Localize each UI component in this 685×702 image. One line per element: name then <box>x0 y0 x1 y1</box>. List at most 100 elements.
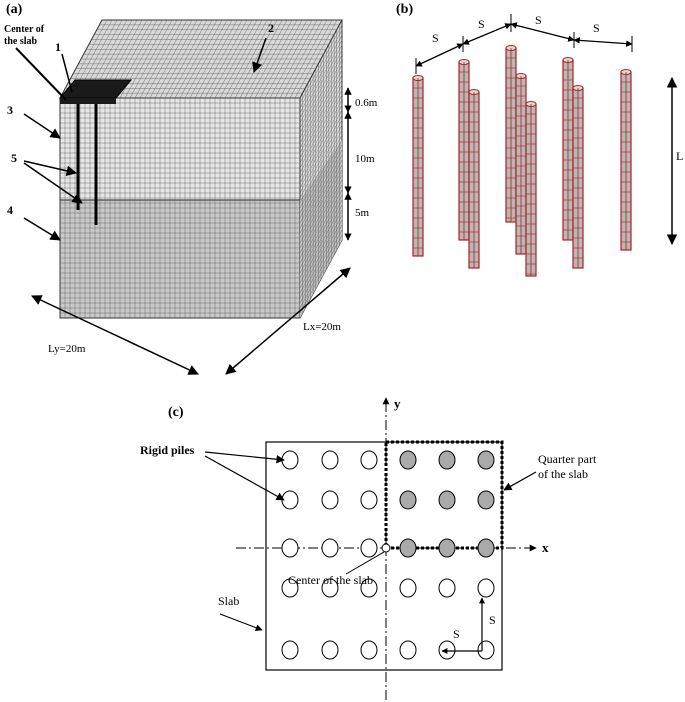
pile-plan <box>477 538 495 558</box>
marker-1-pointer <box>61 53 73 93</box>
spacing-dim-1 <box>415 43 464 67</box>
marker-4-arrow <box>23 217 61 241</box>
spacing-label-vertical: S <box>489 613 496 627</box>
panel-b-label: (b) <box>396 2 413 17</box>
rigid-piles-arrow-1 <box>204 451 285 464</box>
mesh-line <box>299 79 343 159</box>
marker-1: 1 <box>55 40 61 54</box>
center-slab-pointer <box>345 551 385 575</box>
pile-plan <box>438 450 456 470</box>
dim-ly: Ly=20m <box>48 343 86 355</box>
quarter-label: Quarter part of the slab <box>538 452 599 481</box>
mesh-line <box>299 34 343 114</box>
mesh-line <box>299 134 343 214</box>
mesh-line <box>299 54 343 134</box>
mesh-line <box>299 59 343 139</box>
pile-plan <box>399 490 417 510</box>
panel-b: (b) S S S S L <box>396 2 683 277</box>
pile-plan <box>321 640 339 660</box>
pile-plan <box>438 490 456 510</box>
rigid-piles-arrow-2 <box>204 455 285 501</box>
slab-label: Slab <box>218 594 239 608</box>
spacing-dim-3 <box>510 22 575 42</box>
mesh-line <box>299 154 343 234</box>
pile-plan <box>281 640 299 660</box>
rigid-piles-label: Rigid piles <box>140 443 195 457</box>
marker-2: 2 <box>268 21 274 35</box>
slab-front <box>60 98 116 104</box>
mesh-line <box>299 129 343 209</box>
pile-plan <box>321 450 339 470</box>
pile-plan <box>477 490 495 510</box>
pile-plan <box>399 640 417 660</box>
center-pointer <box>15 47 67 101</box>
marker-2-arrow <box>252 37 267 73</box>
pile-plan <box>321 538 339 558</box>
pile-plan <box>281 538 299 558</box>
mesh-line <box>299 29 343 109</box>
dim-layer1: 10m <box>355 153 375 165</box>
axis-y-label: y <box>394 396 401 411</box>
mesh-line <box>299 194 343 274</box>
pile-plan <box>360 450 378 470</box>
mesh-line <box>299 84 343 164</box>
finite-element-mesh <box>60 19 343 318</box>
mesh-line <box>299 124 343 204</box>
spacing-label-1: S <box>432 31 439 45</box>
spacing-label-3: S <box>535 13 542 27</box>
spacing-dim-4 <box>573 37 633 47</box>
mesh-line <box>299 139 343 219</box>
center-label: Center of the slab <box>4 24 47 47</box>
pile-plan <box>399 578 417 598</box>
slab-arrow <box>219 613 263 632</box>
mesh-line <box>299 114 343 194</box>
spacing-dim-2 <box>462 23 512 45</box>
pile-plan <box>399 450 417 470</box>
marker-4: 4 <box>7 203 13 217</box>
panel-a: (a) Center of the slab 1 2 3 5 4 <box>4 2 378 375</box>
spacing-label-2: S <box>478 17 485 31</box>
mesh-line <box>299 179 343 259</box>
mesh-line <box>299 24 343 104</box>
mesh-line <box>299 164 343 244</box>
pile-plan <box>438 640 456 660</box>
pile-plan <box>321 490 339 510</box>
mesh-line <box>299 119 343 199</box>
mesh-line <box>299 184 343 264</box>
marker-3-arrow <box>23 113 61 139</box>
pile-plan <box>360 578 378 598</box>
mesh-line <box>299 74 343 154</box>
spacing-label-horizontal: S <box>453 627 460 641</box>
pile-plan <box>438 578 456 598</box>
dim-ly-line <box>31 295 199 375</box>
marker-5-arrow-a <box>23 160 78 176</box>
marker-5-arrow-b <box>23 162 83 204</box>
dim-lx: Lx=20m <box>303 321 341 333</box>
pile-plan <box>477 640 495 660</box>
pile-group-3d <box>412 45 632 277</box>
pile-plan <box>438 538 456 558</box>
mesh-line <box>299 199 343 279</box>
length-label: L <box>676 149 683 163</box>
pile-plan <box>477 578 495 598</box>
marker-3: 3 <box>7 103 13 117</box>
axis-x-label: x <box>542 540 549 555</box>
center-point <box>381 543 391 553</box>
mesh-line <box>299 89 343 169</box>
mesh-line <box>299 109 343 189</box>
pile-plan <box>399 538 417 558</box>
pile-plan <box>477 450 495 470</box>
panel-c-label: (c) <box>168 405 184 420</box>
mesh-line <box>299 189 343 269</box>
pile-grid-plan <box>281 450 495 660</box>
mesh-line <box>299 104 343 184</box>
mesh-line <box>299 144 343 224</box>
mesh-line <box>299 159 343 239</box>
pile-plan <box>360 490 378 510</box>
mesh-line <box>299 44 343 124</box>
mesh-line <box>299 149 343 229</box>
mesh-line <box>299 99 343 179</box>
spacing-label-4: S <box>593 21 600 35</box>
pile-plan <box>281 578 299 598</box>
